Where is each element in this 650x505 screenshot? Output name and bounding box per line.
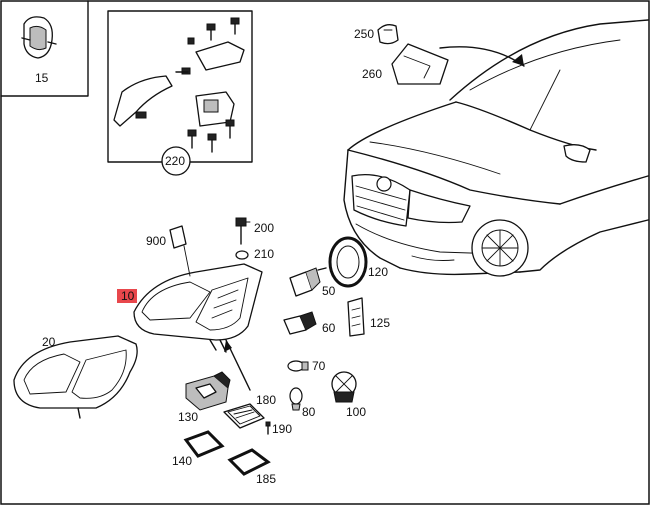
label-100: 100 (346, 405, 366, 419)
label-140: 140 (172, 454, 192, 468)
arrow-260-to-car (439, 46, 525, 67)
label-185: 185 (256, 472, 276, 486)
label-220: 220 (165, 154, 185, 168)
label-10-highlight (117, 289, 137, 303)
control-unit-130-drawing (185, 371, 231, 411)
label-sticker-125-drawing (347, 297, 365, 337)
label-50: 50 (322, 284, 336, 298)
screw-200-drawing (235, 217, 247, 245)
headlamp-20-drawing (13, 335, 138, 419)
label-10: 10 (121, 289, 135, 303)
part-250-drawing (377, 24, 399, 45)
label-125: 125 (370, 316, 390, 330)
actuator-15-drawing (21, 16, 57, 59)
part-900-drawing (169, 225, 187, 249)
label-190: 190 (272, 422, 292, 436)
leader-900 (183, 245, 191, 277)
bulb-70-drawing (287, 360, 309, 372)
bracket-kit-220-drawing (113, 17, 245, 153)
gasket-140-drawing (183, 430, 225, 458)
label-80: 80 (302, 405, 316, 419)
module-180-drawing (223, 403, 265, 429)
label-20: 20 (42, 335, 56, 349)
screw-190-drawing (265, 421, 271, 435)
label-130: 130 (178, 410, 198, 424)
car-outline-drawing (343, 19, 649, 277)
label-120: 120 (368, 265, 388, 279)
label-60: 60 (322, 321, 336, 335)
inset-box-15: 15 (0, 0, 89, 97)
label-900: 900 (146, 234, 166, 248)
label-circle-220 (161, 146, 191, 176)
part-260-drawing (391, 43, 449, 85)
cover-120-drawing (328, 236, 368, 288)
label-200: 200 (254, 221, 274, 235)
headlamp-10-drawing (133, 263, 263, 353)
bulb-80-drawing (289, 387, 303, 411)
bulb-50-drawing (289, 267, 327, 297)
label-180: 180 (256, 393, 276, 407)
gasket-185-drawing (227, 448, 271, 476)
label-250: 250 (354, 27, 374, 41)
label-260: 260 (362, 67, 382, 81)
arrow-head (512, 54, 524, 66)
label-210: 210 (254, 247, 274, 261)
label-15: 15 (35, 71, 49, 85)
washer-210-drawing (235, 250, 249, 260)
socket-100-drawing (331, 371, 357, 403)
bulb-60-drawing (283, 311, 317, 335)
inset-box-220: 220 (107, 10, 253, 176)
label-70: 70 (312, 359, 326, 373)
